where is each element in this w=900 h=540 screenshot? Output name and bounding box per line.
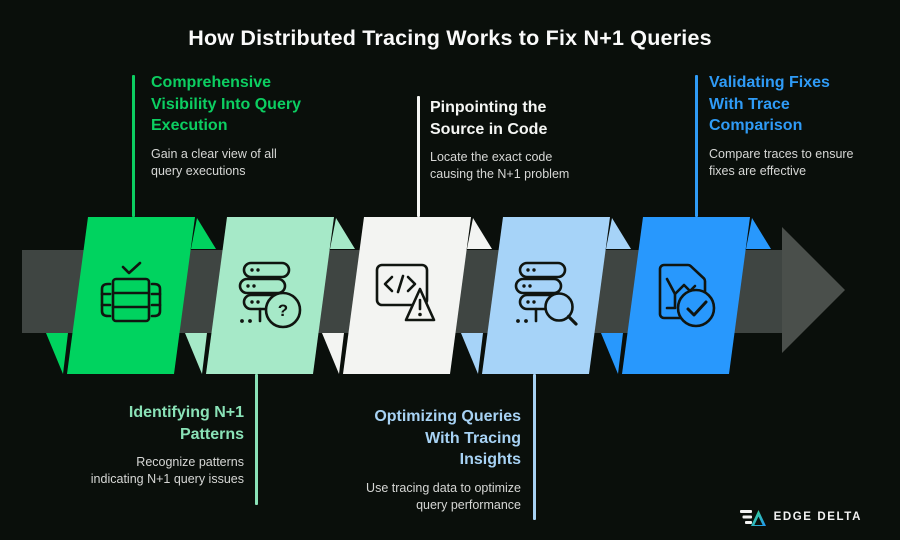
brand-name: EDGE DELTA: [773, 511, 862, 523]
brand-footer: EDGE DELTA: [739, 507, 862, 527]
step4-connector: [533, 374, 536, 520]
step5-fold-top: [746, 218, 771, 249]
step3-fold-bottom: [322, 333, 344, 374]
step3-title: Pinpointing the Source in Code: [430, 99, 548, 138]
step3-fold-top: [467, 218, 492, 249]
step1-banner-body: [67, 217, 195, 374]
step3-description: Locate the exact code causing the N+1 pr…: [430, 150, 570, 181]
svg-text:?: ?: [278, 301, 288, 320]
step4-description: Use tracing data to optimize query perfo…: [366, 480, 521, 512]
step2-fold-top: [330, 218, 355, 249]
step2-description: Recognize patterns indicating N+1 query …: [90, 455, 244, 486]
step1-description: Gain a clear view of all query execution…: [151, 146, 277, 178]
step5-banner: [601, 217, 771, 374]
step4-fold-top: [606, 218, 631, 249]
database-question-icon: ?: [238, 261, 302, 329]
step1-title: Comprehensive Visibility Into Query Exec…: [151, 74, 301, 134]
code-warning-icon: [375, 263, 436, 322]
step5-label: Validating Fixes With Trace Comparison C…: [709, 72, 854, 180]
step1-fold-top: [191, 218, 216, 249]
step2-title: Identifying N+1 Patterns: [128, 404, 244, 443]
step1-connector: [132, 75, 135, 217]
table-check-icon: [100, 261, 162, 323]
step5-description: Compare traces to ensure fixes are effec…: [709, 146, 854, 178]
page-title: How Distributed Tracing Works to Fix N+1…: [188, 26, 712, 50]
step5-title: Validating Fixes With Trace Comparison: [709, 74, 830, 134]
step4-fold-bottom: [461, 333, 483, 374]
step2-label: Identifying N+1 Patterns Recognize patte…: [44, 402, 244, 488]
step1-fold-bottom: [46, 333, 68, 374]
step1-label: Comprehensive Visibility Into Query Exec…: [151, 72, 301, 180]
process-arrow-scene: ?: [22, 217, 845, 374]
document-check-icon: [658, 263, 716, 328]
step5-connector: [695, 75, 698, 217]
step3-banner-body: [343, 217, 471, 374]
step3-connector: [417, 96, 420, 217]
step4-label: Optimizing Queries With Tracing Insights…: [321, 406, 521, 514]
step2-banner: ?: [185, 217, 355, 374]
edge-delta-logo-icon: [739, 510, 766, 526]
step4-banner: [461, 217, 631, 374]
step4-title: Optimizing Queries With Tracing Insights: [374, 408, 521, 468]
step2-connector: [255, 374, 258, 505]
database-search-icon: [514, 261, 578, 326]
step3-banner: [322, 217, 492, 374]
arrow-head: [782, 227, 845, 353]
step1-banner: [46, 217, 216, 374]
step2-fold-bottom: [185, 333, 207, 374]
step5-fold-bottom: [601, 333, 623, 374]
step3-label: Pinpointing the Source in Code Locate th…: [430, 97, 569, 183]
